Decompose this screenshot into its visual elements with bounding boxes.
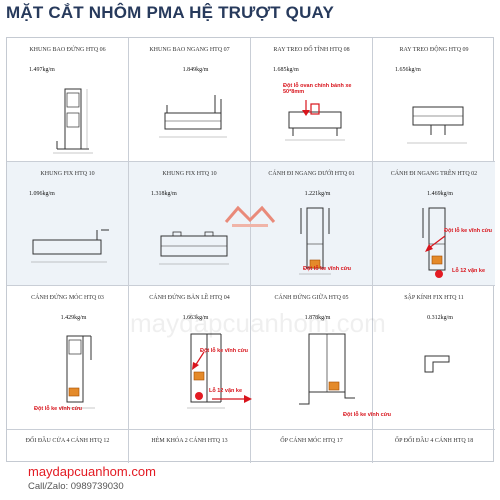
profile-cell-htq05: CÁNH ĐỨNG GIỮA HTQ 05 1.878kg/m [251,286,373,430]
profile-name: ĐỐI ĐẦU CỬA 4 CÁNH HTQ 12 [25,438,110,444]
note-screw-hole-htq01: Đột lỗ ke vĩnh cửu [303,266,351,272]
note-arrow [212,395,252,403]
profile-weight: 1.096kg/m [29,191,55,197]
footer-phone: Call/Zalo: 0989739030 [28,481,124,492]
profile-weight: 0.312kg/m [427,315,453,321]
note-screw12-htq02: Lỗ 12 vặn ke [452,268,486,274]
profile-drawing [424,355,450,373]
note-arrow [425,235,446,252]
profile-cell-htq17: ỐP CÁNH MÓC HTQ 17 [251,430,373,463]
profile-name: KHUNG BAO NGANG HTQ 07 [149,47,230,53]
page-title: MẶT CẮT NHÔM PMA HỆ TRƯỢT QUAY [6,3,335,22]
note-screw-hole-htq04: Đột lỗ ke vĩnh cửu [200,348,248,354]
profile-name: ỐP ĐỐI ĐẦU 4 CÁNH HTQ 18 [394,438,474,444]
profile-drawing [299,333,355,405]
brand-logo-icon [224,205,276,227]
profile-grid: KHUNG BAO ĐỨNG HTQ 06 1.497kg/m KHUNG BA… [6,37,495,463]
profile-drawing [407,106,467,144]
profile-weight: 1.878kg/m [304,315,331,321]
profile-weight: 1.429kg/m [60,315,87,321]
note-screw-hole-htq02: Đột lỗ ke vĩnh cửu [444,228,492,234]
note-oval-hole: Đột lỗ ovan chính bánh xe 50*8mm [283,83,352,96]
profile-name: KHUNG FIX HTQ 10 [162,171,217,177]
profile-drawing [159,95,227,138]
profile-name: HÈM KHÓA 2 CÁNH HTQ 13 [151,438,228,444]
profile-weight: 1.849kg/m [182,67,209,73]
profile-drawing [59,335,95,409]
footer-brand: maydapcuanhom.com [28,464,156,479]
profile-cell-htq07: KHUNG BAO NGANG HTQ 07 1.849kg/m [129,38,251,162]
note-arrow [192,351,205,370]
profile-name: ỐP CÁNH MÓC HTQ 17 [280,438,343,444]
profile-cell-htq13: HÈM KHÓA 2 CÁNH HTQ 13 [129,430,251,463]
profile-drawing [31,229,109,263]
profile-cell-htq10a: KHUNG FIX HTQ 10 1.096kg/m [7,162,129,286]
profile-name: RAY TREO ĐỘNG HTQ 09 [399,47,469,53]
profile-name: RAY TREO ĐỐ TĨNH HTQ 08 [273,47,350,53]
profile-cell-htq06: KHUNG BAO ĐỨNG HTQ 06 1.497kg/m [7,38,129,162]
profile-weight: 1.685kg/m [273,67,299,73]
profile-name: CÁNH ĐỨNG MÓC HTQ 03 [31,295,104,301]
profile-cell-htq08: RAY TREO ĐỐ TĨNH HTQ 08 1.685kg/m [251,38,373,162]
note-screw-hole-htq05: Đột lỗ ke vĩnh cửu [343,412,391,418]
profile-drawing [159,231,229,265]
profile-drawing [299,207,331,275]
profile-weight: 1.497kg/m [29,67,55,73]
profile-weight: 1.318kg/m [151,191,177,197]
profile-weight: 1.663kg/m [182,315,209,321]
note-screw-hole-htq03: Đột lỗ ke vĩnh cửu [34,406,82,412]
profile-weight: 1.469kg/m [427,191,453,197]
profile-cell-htq01: CÁNH ĐI NGANG DƯỚI HTQ 01 1.221kg/m [251,162,373,286]
profile-name: CÁNH ĐI NGANG TRÊN HTQ 02 [390,171,478,177]
watermark: maydapcuanhom.com [130,308,386,338]
note-arrow [302,100,310,116]
profile-name: KHUNG FIX HTQ 10 [40,171,95,177]
profile-cell-htq03: CÁNH ĐỨNG MÓC HTQ 03 1.429kg/m [7,286,129,430]
profile-drawing [285,103,345,141]
profile-cell-htq09: RAY TREO ĐỘNG HTQ 09 1.656kg/m [373,38,495,162]
profile-cell-htq04: CÁNH ĐỨNG BẢN LỀ HTQ 04 1.663kg/m [129,286,251,430]
profile-cell-htq18: ỐP ĐỐI ĐẦU 4 CÁNH HTQ 18 [373,430,495,463]
profile-cell-htq10b: KHUNG FIX HTQ 10 1.318kg/m [129,162,251,286]
profile-cell-htq12: ĐỐI ĐẦU CỬA 4 CÁNH HTQ 12 [7,430,129,463]
profile-name: CÁNH ĐI NGANG DƯỚI HTQ 01 [268,171,355,177]
profile-cell-htq11: SẬP KÍNH FIX HTQ 11 0.312kg/m [373,286,495,430]
profile-name: SẬP KÍNH FIX HTQ 11 [404,295,464,301]
profile-drawing [53,88,93,154]
profile-name: KHUNG BAO ĐỨNG HTQ 06 [29,47,106,53]
profile-drawing [422,207,446,278]
profile-cell-htq02: CÁNH ĐI NGANG TRÊN HTQ 02 1.469kg/m [373,162,495,286]
profile-weight: 1.221kg/m [304,191,331,197]
profile-name: CÁNH ĐỨNG GIỮA HTQ 05 [274,295,349,301]
profile-drawing [187,333,225,409]
profile-name: CÁNH ĐỨNG BẢN LỀ HTQ 04 [149,295,230,301]
note-screw12-htq04: Lỗ 12 vặn ke [209,388,243,394]
profile-weight: 1.656kg/m [395,67,421,73]
